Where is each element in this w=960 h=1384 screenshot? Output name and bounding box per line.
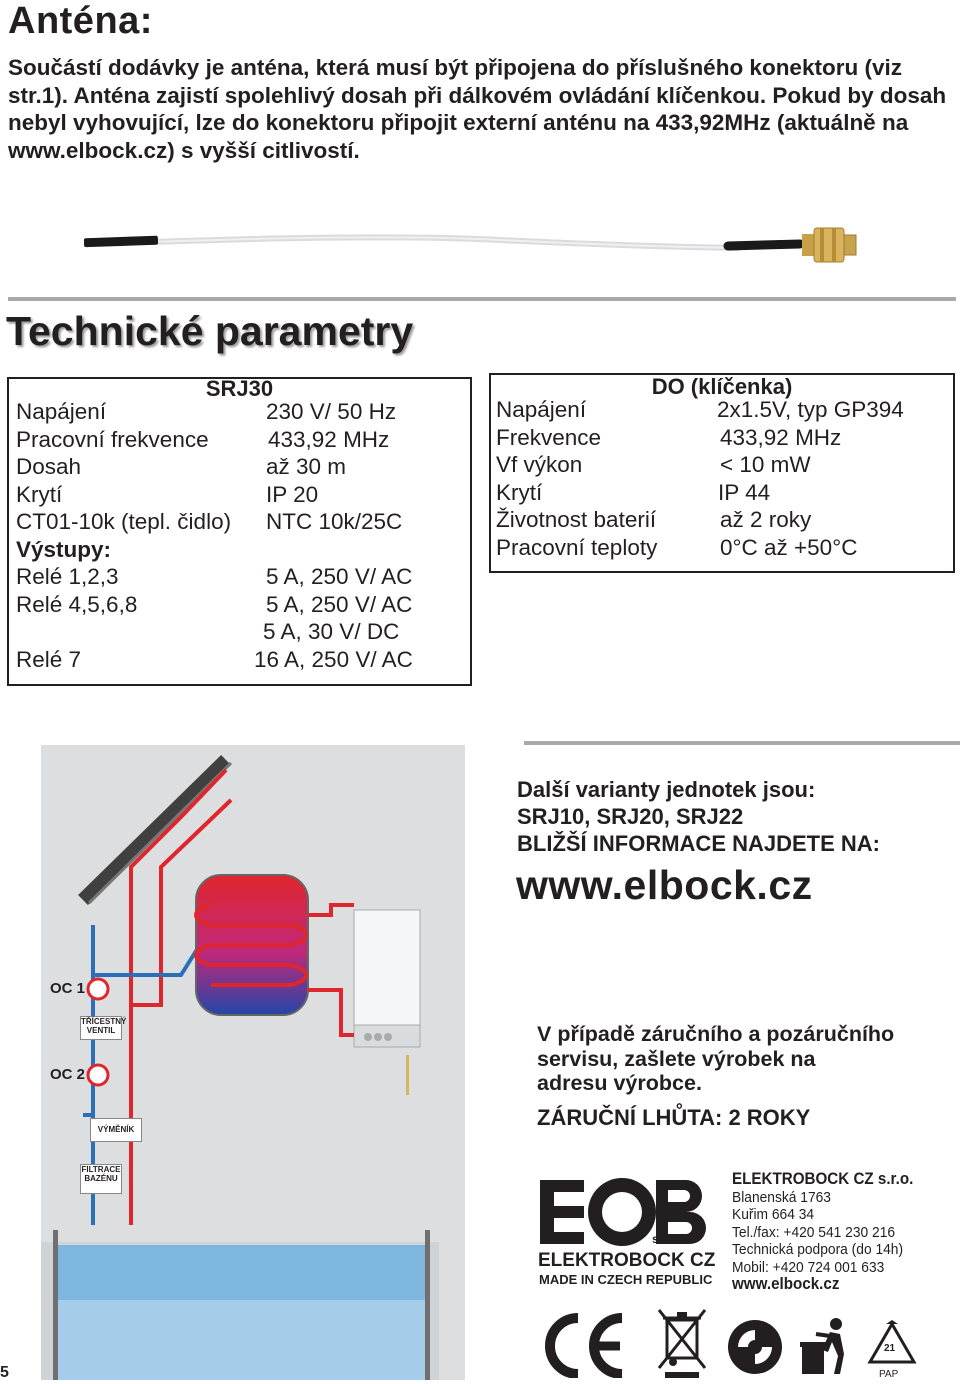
service-line2: servisu, zašlete výrobek na [537, 1046, 816, 1071]
srj30-row-label: Dosah [16, 454, 82, 479]
company-support: Technická podpora (do 14h) [732, 1241, 904, 1258]
intro-paragraph: Součástí dodávky je anténa, která musí b… [8, 55, 947, 163]
company-address: ELEKTROBOCK CZ s.r.o. Blanenská 1763 Kuř… [732, 1170, 914, 1294]
do-row-label: Frekvence [496, 424, 602, 450]
srj30-row-value: 16 A, 250 V/ AC [254, 646, 413, 672]
warranty-text: ZÁRUČNÍ LHŮTA: 2 ROKY [537, 1105, 811, 1130]
company-web[interactable]: www.elbock.cz [732, 1275, 840, 1293]
variants-line3: BLIŽŠÍ INFORMACE NAJDETE NA: [517, 831, 880, 856]
filter-label: FILTRACE BAZÉNU [80, 1164, 122, 1194]
srj30-row-value: 230 V/ 50 Hz [266, 399, 397, 424]
company-street: Blanenská 1763 [732, 1188, 831, 1206]
oc1-label: OC 1 [50, 980, 86, 997]
srj30-row-value: IP 20 [266, 481, 319, 507]
do-row-label: Životnost baterií [496, 507, 657, 532]
company-name: ELEKTROBOCK CZ s.r.o. [732, 1170, 914, 1188]
oc2-label: OC 2 [50, 1066, 86, 1083]
service-line1: V případě záručního a pozáručního [537, 1022, 895, 1046]
recycle-code: PAP [879, 1369, 899, 1380]
tidyman-icon [800, 1318, 844, 1374]
variants-line2: SRJ10, SRJ20, SRJ22 [517, 804, 744, 829]
green-dot-icon [728, 1320, 782, 1374]
page-number: 5 [0, 1364, 9, 1381]
do-table [489, 373, 955, 573]
recycle-number: 21 [884, 1343, 896, 1354]
do-row-value: < 10 mW [720, 452, 811, 477]
srj30-heading: SRJ30 [205, 376, 274, 401]
exchanger-label: VÝMĚNÍK [90, 1118, 142, 1142]
logo-brand: ELEKTROBOCK CZ [538, 1250, 716, 1271]
srj30-table [7, 377, 472, 686]
srj30-row-value: 5 A, 30 V/ DC [263, 619, 400, 644]
do-row-value: 0°C až +50°C [720, 534, 858, 560]
logo-sro: s.r.o. [652, 1232, 681, 1246]
recycle-icon [867, 1320, 917, 1364]
variants-block: Další varianty jednotek jsou: SRJ10, SRJ… [517, 776, 880, 857]
logo-made: MADE IN CZECH REPUBLIC [539, 1272, 713, 1287]
do-row-label: Krytí [496, 479, 543, 505]
srj30-row-label: CT01-10k (tepl. čidlo) [16, 509, 232, 534]
ce-mark-icon [545, 1313, 623, 1378]
variants-line1: Další varianty jednotek jsou: [517, 777, 816, 802]
page-title: Anténa: [8, 0, 153, 42]
do-row-value: 2x1.5V, typ GP394 [717, 397, 904, 422]
srj30-row-label: Relé 1,2,3 [16, 564, 119, 589]
company-phone: Tel./fax: +420 541 230 216 [732, 1223, 896, 1241]
srj30-row-label: Napájení [16, 399, 107, 424]
divider [8, 297, 956, 301]
divider-right [524, 741, 960, 745]
do-heading: DO (klíčenka) [651, 374, 793, 399]
srj30-row-value: až 30 m [266, 454, 347, 479]
do-row-value: 433,92 MHz [720, 424, 842, 450]
heating-diagram-drawing [41, 754, 439, 1380]
weee-bin-icon [657, 1309, 707, 1378]
company-city: Kuřim 664 34 [732, 1206, 815, 1223]
do-row-value: až 2 roky [720, 507, 812, 532]
do-row-value: IP 44 [718, 479, 771, 505]
do-row-label: Pracovní teploty [496, 534, 658, 560]
srj30-row-label: Krytí [16, 481, 63, 507]
antenna-illustration [83, 227, 857, 263]
srj30-row-value: 433,92 MHz [268, 426, 390, 452]
srj30-row-value: NTC 10k/25C [266, 509, 403, 534]
do-row-label: Vf výkon [496, 452, 583, 477]
valve-label: TŘÍCESTNÝ VENTIL [80, 1016, 126, 1040]
srj30-row-label: Relé 7 [16, 646, 82, 672]
srj30-row-label: Pracovní frekvence [16, 426, 209, 452]
srj30-row-label: Výstupy: [16, 536, 112, 562]
srj30-row-value: 5 A, 250 V/ AC [266, 591, 413, 617]
service-line3: adresu výrobce. [537, 1071, 702, 1095]
company-mobile: Mobil: +420 724 001 633 [732, 1258, 885, 1276]
srj30-row-label: Relé 4,5,6,8 [16, 591, 138, 617]
do-row-label: Napájení [496, 397, 587, 422]
tech-title: Technické parametry [6, 308, 414, 354]
elektrobock-logo [540, 1178, 706, 1246]
website-link[interactable]: www.elbock.cz [516, 862, 813, 908]
srj30-row-value: 5 A, 250 V/ AC [266, 564, 413, 589]
service-block: V případě záručního a pozáručního servis… [537, 1022, 894, 1096]
